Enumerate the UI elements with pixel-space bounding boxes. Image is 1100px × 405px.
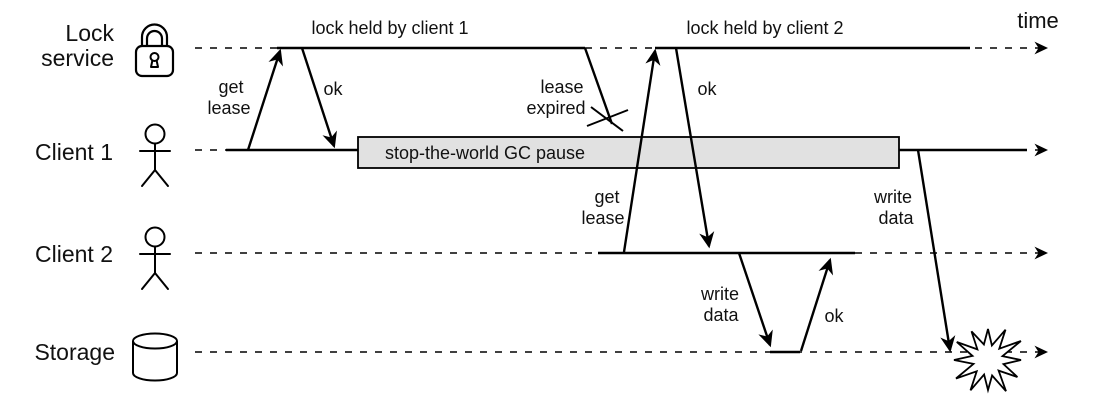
client1-lane-label: Client 1 bbox=[35, 139, 113, 165]
ok-client2-label: ok bbox=[697, 79, 717, 99]
message-failed-x-icon bbox=[586, 106, 629, 132]
ok-client1-label: ok bbox=[323, 79, 343, 99]
gc-pause-label: stop-the-world GC pause bbox=[385, 143, 585, 163]
svg-text:Lock: Lock bbox=[65, 20, 114, 46]
svg-text:data: data bbox=[878, 208, 914, 228]
ok-storage-label: ok bbox=[824, 306, 844, 326]
svg-text:write: write bbox=[873, 187, 912, 207]
arrow-lease-expired-dropped bbox=[583, 47, 614, 125]
arrow-write-data-client2 bbox=[737, 252, 773, 348]
svg-text:get: get bbox=[594, 187, 619, 207]
arrow-ok-to-client2-from-storage bbox=[799, 257, 834, 352]
arrow-ok-to-client2 bbox=[674, 47, 715, 249]
svg-text:lease: lease bbox=[540, 77, 583, 97]
svg-text:service: service bbox=[41, 45, 114, 71]
arrow-get-lease-client2 bbox=[622, 48, 661, 253]
person-icon-client1 bbox=[139, 123, 171, 187]
padlock-icon bbox=[134, 23, 175, 78]
get-lease-client1-label: get lease bbox=[207, 77, 250, 118]
storage-lane-label: Storage bbox=[34, 339, 115, 365]
arrow-ok-to-client1 bbox=[300, 47, 337, 149]
svg-text:get: get bbox=[218, 77, 243, 97]
lock-service-lane-label: Lock service bbox=[41, 20, 114, 71]
svg-text:lease: lease bbox=[581, 208, 624, 228]
time-axis-label: time bbox=[1017, 8, 1059, 33]
person-icon-client2 bbox=[139, 226, 171, 290]
svg-text:expired: expired bbox=[526, 98, 585, 118]
lock-held-by-client1-label: lock held by client 1 bbox=[311, 18, 468, 38]
crash-explosion-icon bbox=[953, 328, 1022, 394]
get-lease-client2-label: get lease bbox=[581, 187, 624, 228]
svg-text:lease: lease bbox=[207, 98, 250, 118]
write-data-client2-label: write data bbox=[700, 284, 740, 325]
write-data-client1-label: write data bbox=[873, 187, 915, 228]
svg-text:write: write bbox=[700, 284, 739, 304]
svg-text:data: data bbox=[703, 305, 739, 325]
database-icon bbox=[132, 332, 178, 382]
lease-expired-label: lease expired bbox=[526, 77, 585, 118]
arrow-write-data-client1-stale bbox=[916, 149, 956, 353]
client2-lane-label: Client 2 bbox=[35, 241, 113, 267]
arrow-get-lease-client1 bbox=[246, 48, 283, 151]
lock-held-by-client2-label: lock held by client 2 bbox=[686, 18, 843, 38]
gc-pause-box bbox=[357, 136, 900, 169]
